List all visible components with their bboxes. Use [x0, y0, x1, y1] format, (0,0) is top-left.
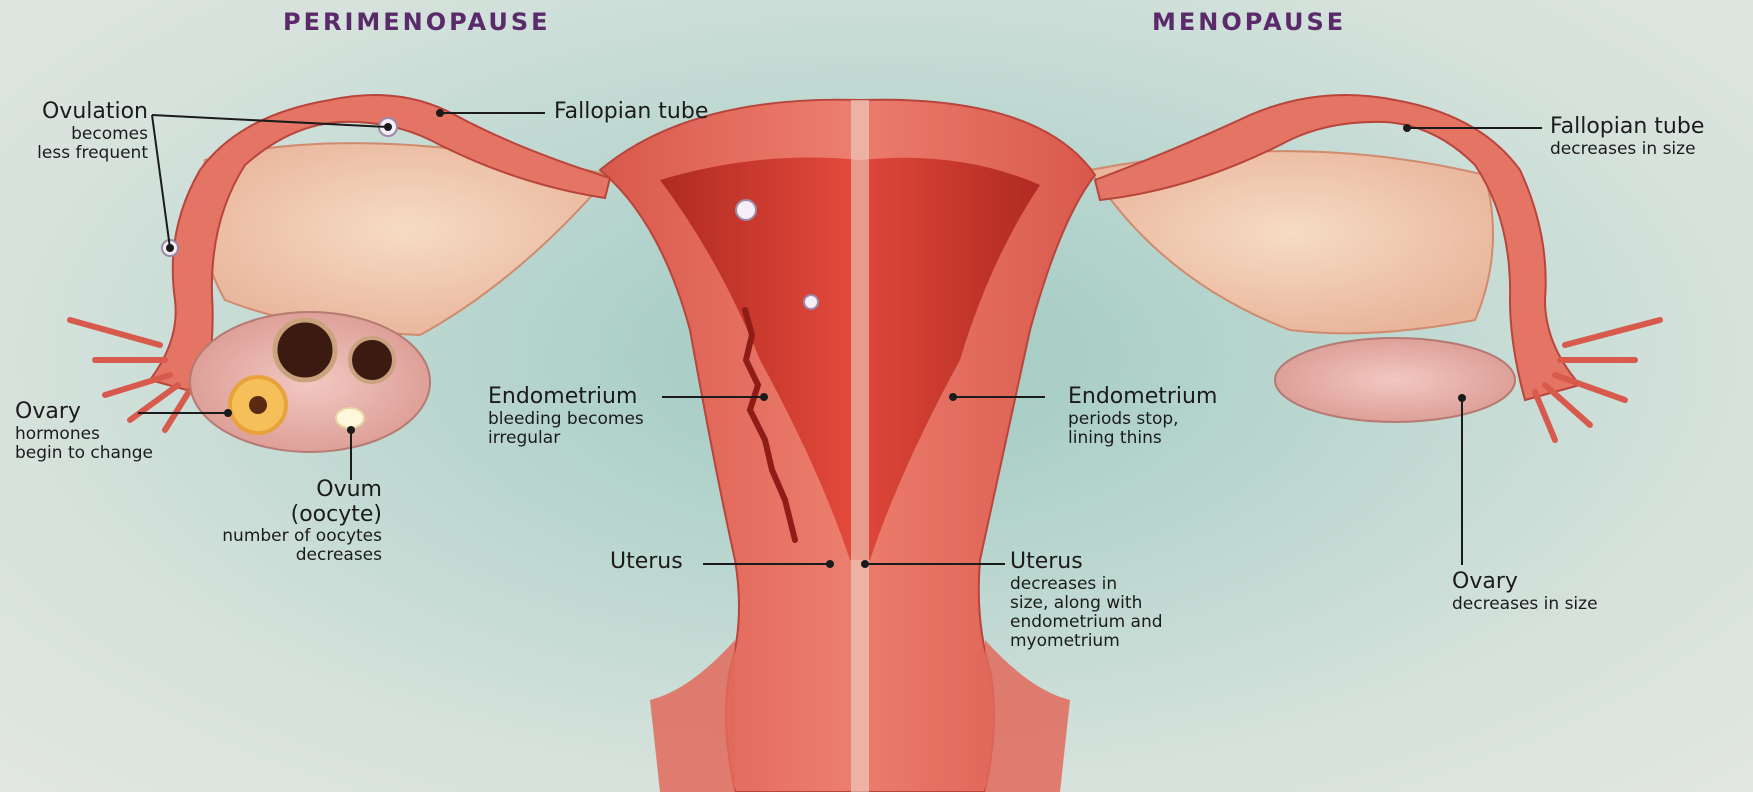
- label-uterus-left: Uterus: [610, 550, 683, 575]
- label-ovary-right: Ovary decreases in size: [1452, 570, 1598, 614]
- label-fallopian-tube-right: Fallopian tube decreases in size: [1550, 115, 1704, 159]
- label-uterus-right: Uterus decreases in size, along with end…: [1010, 550, 1163, 651]
- label-endometrium-right: Endometrium periods stop, lining thins: [1068, 385, 1217, 448]
- corpus-luteum-core: [249, 396, 267, 414]
- label-ovary-left: Ovary hormones begin to change: [15, 400, 153, 463]
- ovum-cell: [336, 408, 364, 428]
- title-menopause: MENOPAUSE: [1152, 8, 1346, 36]
- label-ovulation: Ovulation becomes less frequent: [10, 100, 148, 163]
- title-perimenopause: PERIMENOPAUSE: [283, 8, 551, 36]
- released-egg-3: [736, 200, 756, 220]
- label-fallopian-tube-left: Fallopian tube: [554, 100, 708, 125]
- label-ovum: Ovum (oocyte) number of oocytes decrease…: [170, 478, 382, 565]
- follicle-2: [350, 338, 394, 382]
- cervix-right: [985, 640, 1070, 792]
- released-egg-4: [804, 295, 818, 309]
- ovary-right: [1275, 338, 1515, 422]
- cervix-left: [650, 640, 735, 792]
- label-endometrium-left: Endometrium bleeding becomes irregular: [488, 385, 644, 448]
- follicle-1: [275, 320, 335, 380]
